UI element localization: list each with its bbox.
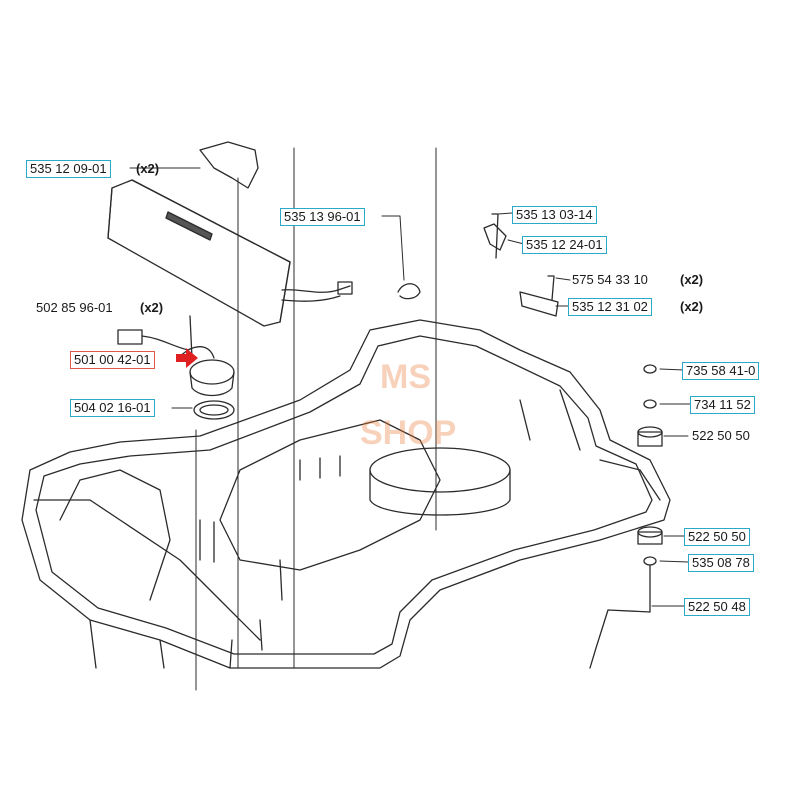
part-label-p7: 535 12 24-01 <box>522 236 607 254</box>
part-qty-p2: (x2) <box>140 300 164 315</box>
part-label-p1: 535 12 09-01 <box>26 160 111 178</box>
part-label-p11: 734 11 52 <box>690 396 755 414</box>
battery-pack <box>107 179 353 327</box>
part-label-p8: 575 54 33 10 <box>572 272 648 287</box>
spring-clip <box>397 283 421 300</box>
part-qty-p9: (x2) <box>680 299 704 314</box>
part-label-p14: 535 08 78 <box>688 554 754 572</box>
part-label-p10: 735 58 41-0 <box>682 362 760 380</box>
watermark-shop: SHOP <box>360 414 457 452</box>
part-label-p6: 535 13 03-14 <box>512 206 597 224</box>
watermark-ms: MS <box>380 358 431 396</box>
part-label-p15: 522 50 48 <box>684 598 750 616</box>
part-label-p2: 502 85 96-01 <box>36 300 113 315</box>
part-label-p3: 501 00 42-01 <box>70 351 155 369</box>
part-qty-p1: (x2) <box>136 161 160 176</box>
part-label-p13: 522 50 50 <box>684 528 750 546</box>
part-label-p4: 504 02 16-01 <box>70 399 155 417</box>
part-qty-p8: (x2) <box>680 272 704 287</box>
seal-ring <box>193 400 235 420</box>
highlight-arrow <box>176 348 198 368</box>
top-cover-fragment <box>199 141 259 189</box>
part-label-p9: 535 12 31 02 <box>568 298 652 316</box>
part-label-p5: 535 13 96-01 <box>280 208 365 226</box>
chassis-body <box>21 319 671 669</box>
part-label-p12: 522 50 50 <box>692 428 750 443</box>
